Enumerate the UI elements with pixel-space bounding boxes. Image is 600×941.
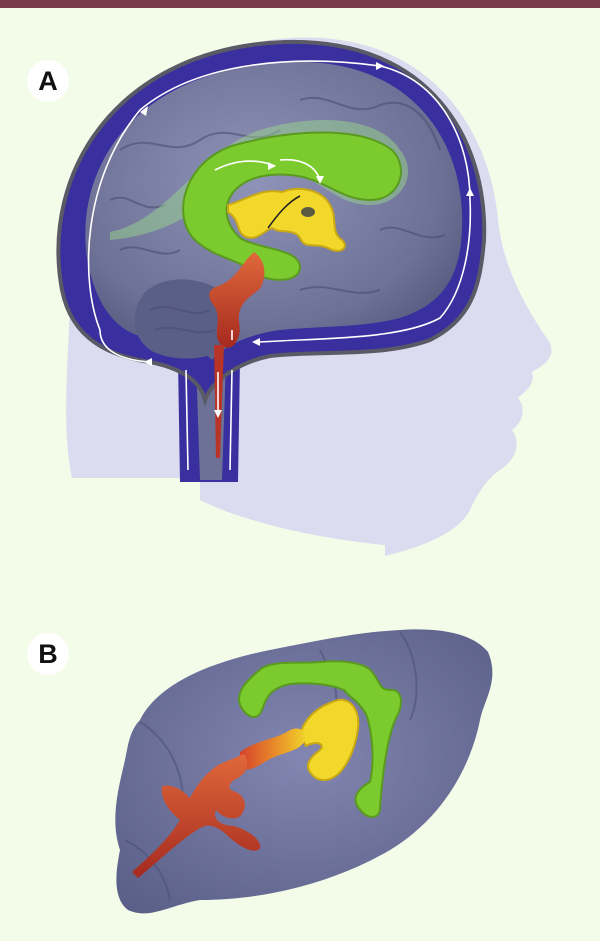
rodent-fourth-ventricle [132, 754, 261, 878]
arrowheads [140, 62, 474, 418]
rodent-aqueduct [240, 728, 306, 770]
aqueduct [209, 252, 265, 348]
panel-label-a: A [27, 60, 69, 102]
panel-a-diagram [56, 37, 552, 556]
massa-intermedia [301, 207, 315, 217]
cerebellum [134, 279, 234, 359]
panel-b-diagram [115, 629, 493, 914]
flow-path-black [267, 195, 301, 229]
csf-flow-arrows [87, 60, 472, 471]
header-bar [0, 0, 600, 8]
rodent-third-ventricle [298, 698, 360, 781]
panel-label-b: B [27, 633, 69, 675]
lateral-ventricle [182, 131, 402, 281]
rodent-lateral-ventricle [238, 660, 402, 818]
gyri-texture [109, 97, 446, 334]
central-canal [214, 345, 224, 458]
third-ventricle [227, 187, 346, 252]
